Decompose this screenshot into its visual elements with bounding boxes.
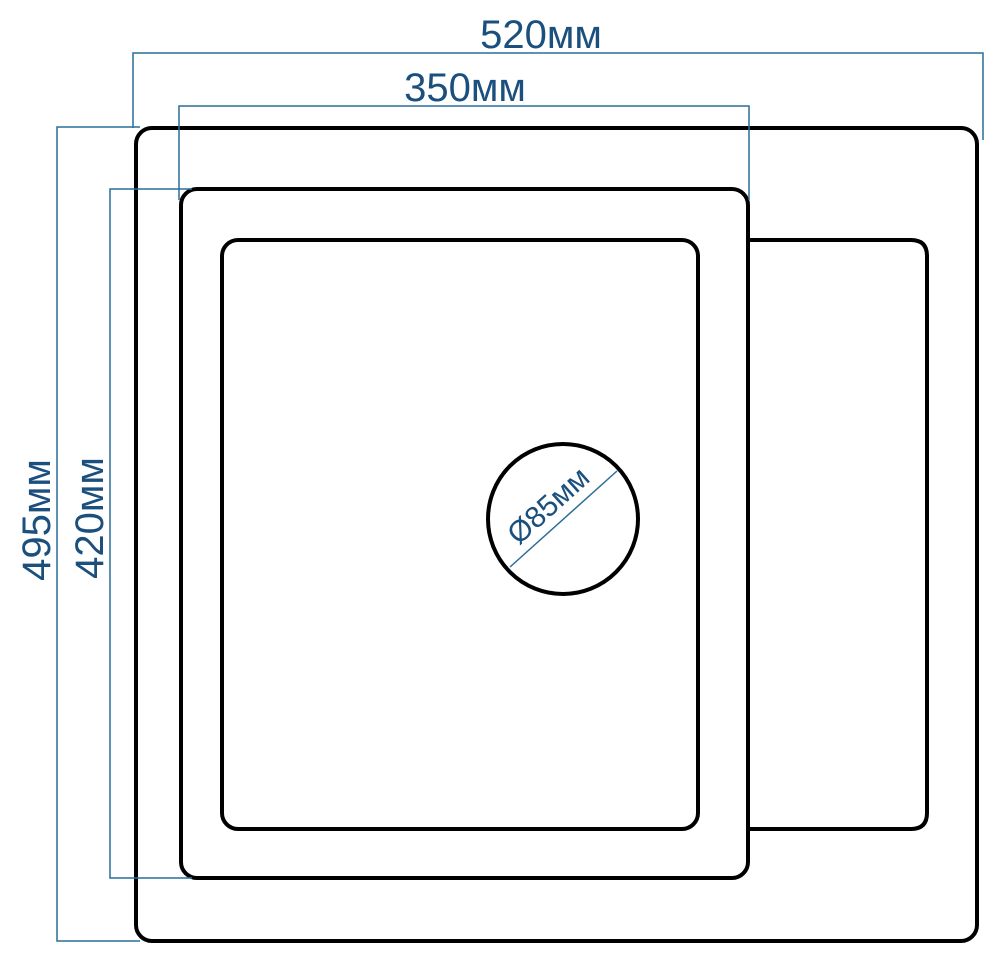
bowl-rim-outline — [179, 187, 750, 880]
sink-outer-outline — [134, 126, 979, 943]
diameter-line — [509, 470, 618, 568]
bowl-depth-label: 420мм — [68, 457, 112, 579]
bowl-width-label: 350мм — [404, 66, 526, 110]
total-depth-label: 495мм — [15, 459, 59, 581]
total-width-label: 520мм — [480, 13, 602, 57]
bowl-depth-dimension-line — [109, 188, 192, 879]
bowl-width-dimension-line — [178, 105, 750, 200]
drain-hole — [486, 442, 640, 596]
width-dimension-line — [132, 52, 984, 140]
depth-dimension-line — [56, 126, 140, 942]
drainer-outline — [748, 238, 929, 831]
bowl-outline — [220, 238, 700, 831]
drain-diameter-label: Ø85мм — [501, 461, 596, 551]
